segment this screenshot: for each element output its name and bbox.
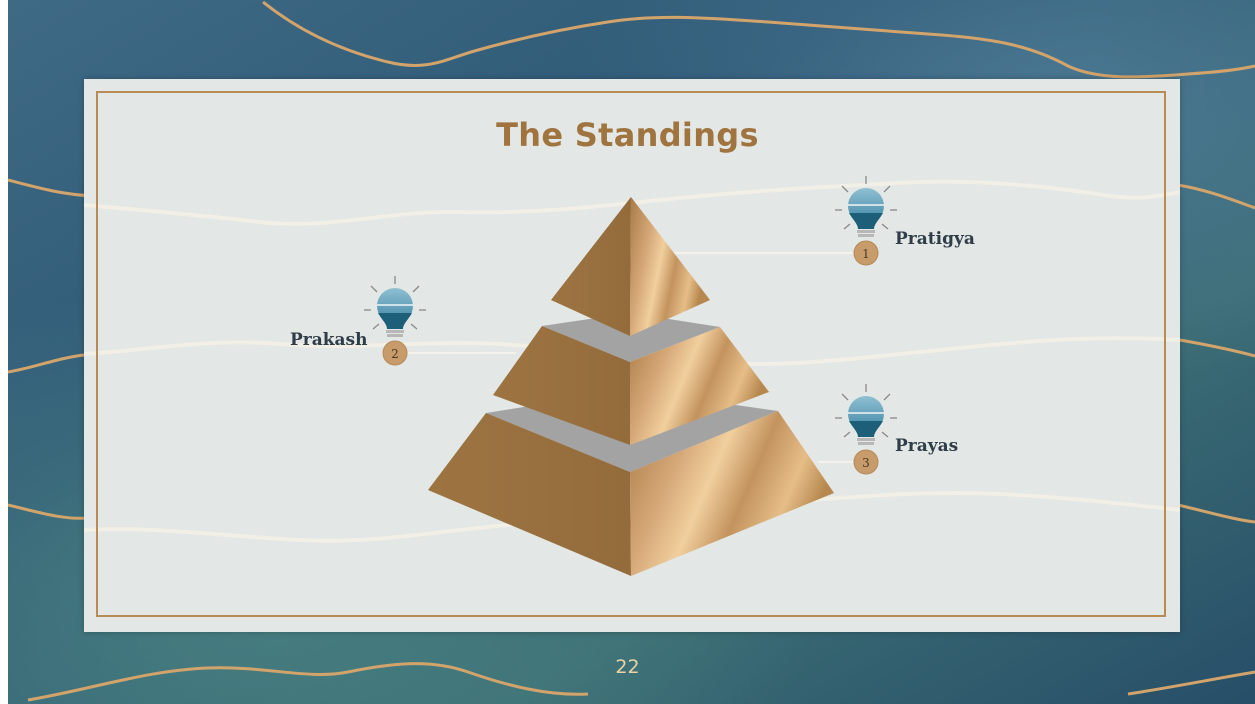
rank-number-1: 1 <box>862 247 870 261</box>
rank-badge-1 <box>853 240 879 266</box>
page-number: 22 <box>615 656 640 678</box>
rank-number-3: 3 <box>862 456 870 470</box>
rank-badge-3 <box>853 449 879 475</box>
standing-name-2: Prakash <box>290 330 368 350</box>
pyramid-tier-2 <box>493 313 769 445</box>
pyramid-tier-1 <box>551 197 710 336</box>
standing-name-3: Prayas <box>895 436 959 456</box>
rank-badge-2 <box>382 340 408 366</box>
bulb-icon-1 <box>835 176 897 237</box>
standing-name-1: Pratigya <box>895 229 975 249</box>
bulb-icon-2 <box>364 276 426 337</box>
rank-number-2: 2 <box>391 347 399 361</box>
left-edge <box>0 0 8 704</box>
gold-frame <box>96 91 1166 617</box>
bulb-icon-3 <box>835 384 897 445</box>
slide-title: The Standings <box>496 116 759 154</box>
